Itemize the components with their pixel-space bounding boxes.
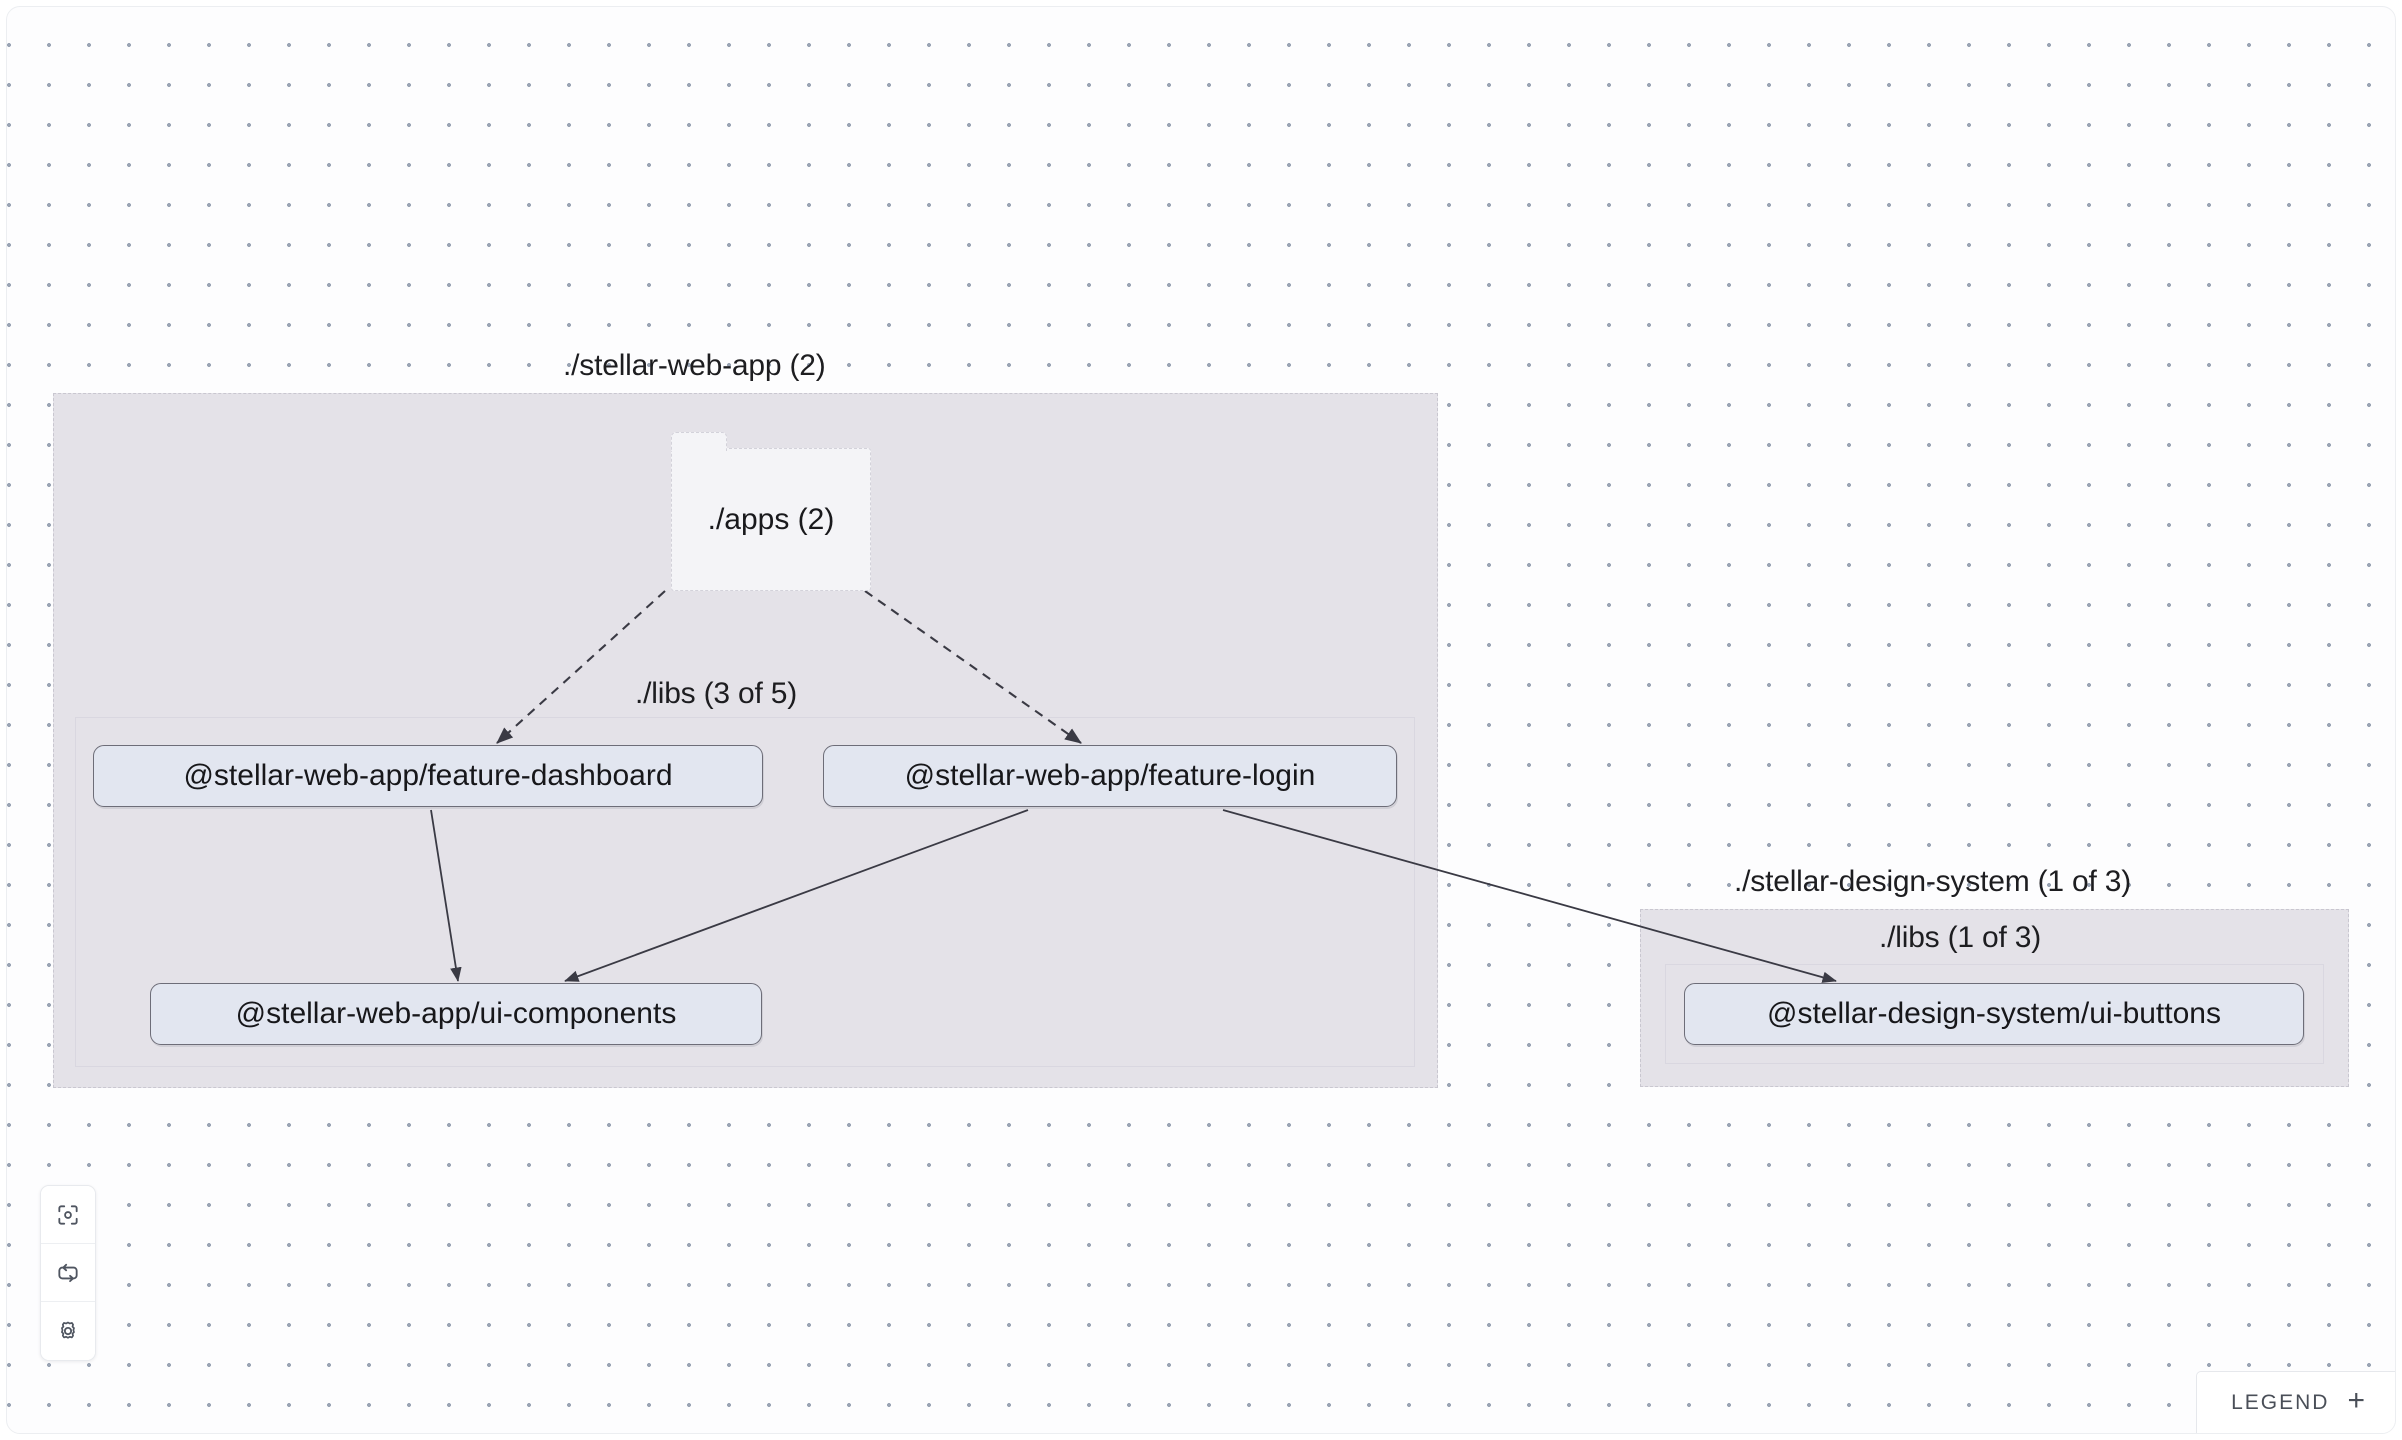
refresh-graph-button[interactable] — [41, 1244, 95, 1302]
gear-icon — [55, 1318, 81, 1344]
group-label-stellar-design-system: ./stellar-design-system (1 of 3) — [1734, 865, 2132, 898]
graph-settings-button[interactable] — [41, 1302, 95, 1360]
node-ui-components[interactable]: @stellar-web-app/ui-components — [150, 983, 762, 1045]
refresh-icon — [55, 1260, 81, 1286]
node-feature-dashboard[interactable]: @stellar-web-app/feature-dashboard — [93, 745, 763, 807]
legend-toggle[interactable]: LEGEND + — [2196, 1371, 2395, 1433]
folder-tab — [671, 432, 727, 451]
graph-canvas[interactable]: ./stellar-web-app (2) ./libs (3 of 5) ./… — [6, 6, 2396, 1434]
group-label-stellar-web-app-libs: ./libs (3 of 5) — [635, 677, 798, 710]
node-feature-login[interactable]: @stellar-web-app/feature-login — [823, 745, 1397, 807]
group-label-stellar-web-app: ./stellar-web-app (2) — [563, 349, 826, 382]
folder-node-apps[interactable]: ./apps (2) — [671, 432, 871, 591]
node-ui-buttons[interactable]: @stellar-design-system/ui-buttons — [1684, 983, 2304, 1045]
folder-tab-mask — [672, 447, 726, 452]
folder-label-apps: ./apps (2) — [707, 502, 835, 536]
legend-label: LEGEND — [2231, 1390, 2330, 1414]
group-label-stellar-design-system-libs: ./libs (1 of 3) — [1879, 921, 2042, 954]
plus-icon: + — [2347, 1384, 2365, 1417]
focus-graph-button[interactable] — [41, 1186, 95, 1244]
graph-controls — [40, 1185, 96, 1361]
group-stellar-design-system-libs[interactable] — [1665, 964, 2324, 1064]
focus-icon — [55, 1202, 81, 1228]
